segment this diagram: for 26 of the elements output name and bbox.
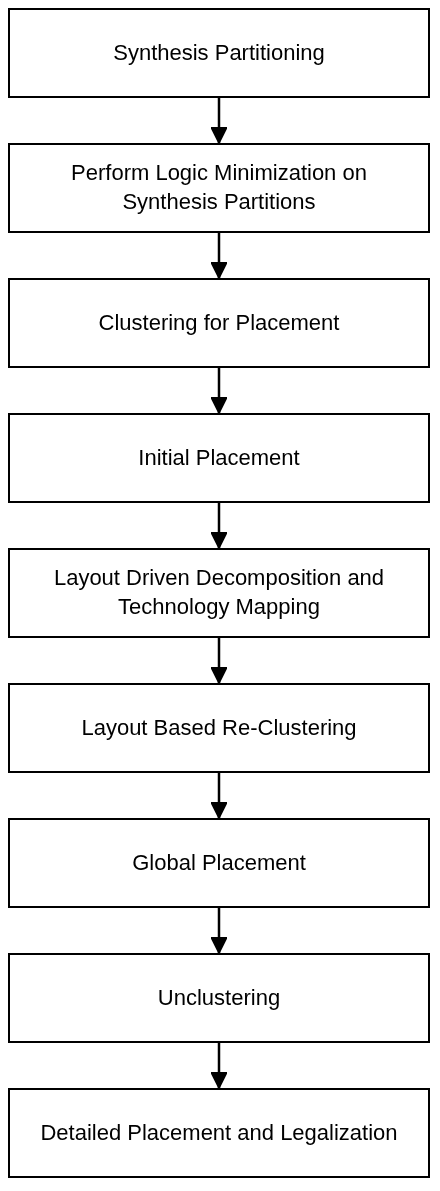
process-box [8, 278, 430, 368]
step-label: Layout Driven Decomposition and Technology Mapping [52, 564, 386, 621]
arrow [210, 233, 228, 279]
step-label: Initial Placement [137, 443, 301, 472]
step-label: Unclustering [156, 983, 282, 1012]
arrow [210, 1043, 228, 1089]
arrow [210, 98, 228, 144]
arrow [210, 908, 228, 954]
arrow [210, 773, 228, 819]
step-label: Synthesis Partitioning [112, 38, 326, 67]
arrow [210, 368, 228, 414]
process-box [8, 413, 430, 503]
process-box [8, 818, 430, 908]
process-box [8, 683, 430, 773]
step-label: Layout Based Re-Clustering [80, 713, 358, 742]
process-box [8, 1088, 430, 1178]
process-box [8, 953, 430, 1043]
step-label: Detailed Placement and Legalization [39, 1118, 399, 1147]
step-label: Perform Logic Minimization on Synthesis Partitions [70, 159, 368, 216]
step-label: Clustering for Placement [97, 308, 341, 337]
process-box [8, 8, 430, 98]
arrow [210, 503, 228, 549]
step-label: Global Placement [131, 848, 307, 877]
process-box [8, 143, 430, 233]
arrow [210, 638, 228, 684]
process-box [8, 548, 430, 638]
